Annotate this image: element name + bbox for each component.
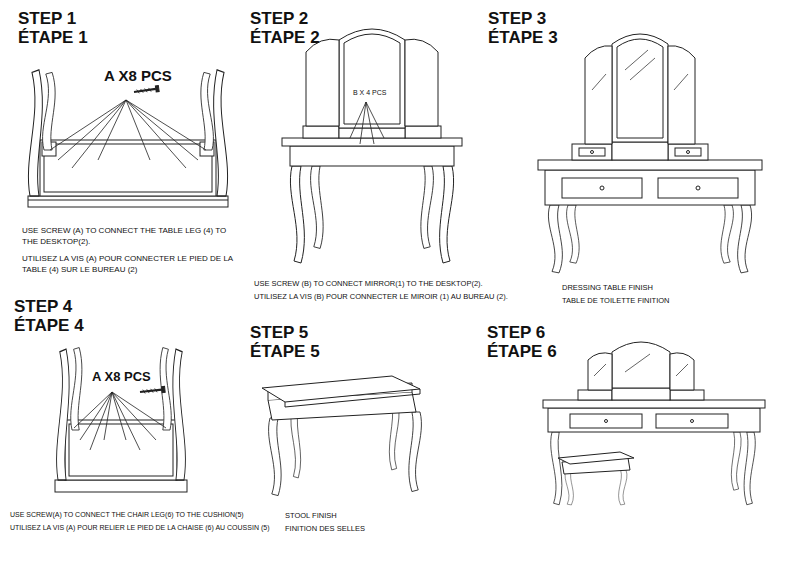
stool-upside-down	[55, 348, 187, 492]
step-heading: STEP 4	[14, 296, 72, 319]
step-heading: STEP 6	[487, 322, 545, 345]
step-heading: ÉTAPE 3	[488, 27, 558, 50]
part-count: A X8 PCS	[104, 66, 172, 86]
instruction-text: UTILISEZ LA VIS (B) POUR CONNECTER LE MI…	[254, 292, 508, 302]
part-count: B X 4 PCS	[352, 88, 387, 97]
instruction-text: USE SCREW (B) TO CONNECT MIRROR(1) TO TH…	[254, 279, 483, 289]
caption-text: TABLE DE TOILETTE FINITION	[562, 296, 670, 306]
table-upside-down	[28, 70, 228, 207]
step-heading: STEP 3	[488, 8, 546, 31]
table-with-mirror	[282, 29, 462, 263]
step-heading: ÉTAPE 4	[14, 315, 84, 338]
instruction-text: USE SCREW(A) TO CONNECT THE CHAIR LEG(6)…	[10, 510, 244, 519]
dressing-table-with-stool	[543, 342, 765, 505]
caption-text: DRESSING TABLE FINISH	[562, 283, 653, 293]
step-heading: ÉTAPE 5	[250, 341, 320, 364]
stool	[262, 376, 421, 496]
step-heading: STEP 1	[18, 8, 76, 31]
step-heading: STEP 5	[250, 322, 308, 345]
step-heading: ÉTAPE 1	[18, 27, 88, 50]
step-heading: ÉTAPE 6	[487, 341, 557, 364]
instruction-text: UTILISEZ LA VIS (A) POUR CONNECTER LE PI…	[22, 254, 240, 276]
part-count: A X8 PCS	[92, 368, 151, 386]
dressing-table	[538, 34, 762, 273]
step-heading: STEP 2	[250, 8, 308, 31]
instruction-text: UTILISEZ LA VIS (A) POUR RELIER LE PIED …	[10, 523, 269, 532]
caption-text: FINITION DES SELLES	[285, 524, 365, 534]
step-heading: ÉTAPE 2	[250, 27, 320, 50]
instruction-text: USE SCREW (A) TO CONNECT THE TABLE LEG (…	[22, 226, 240, 248]
caption-text: STOOL FINISH	[285, 511, 337, 521]
